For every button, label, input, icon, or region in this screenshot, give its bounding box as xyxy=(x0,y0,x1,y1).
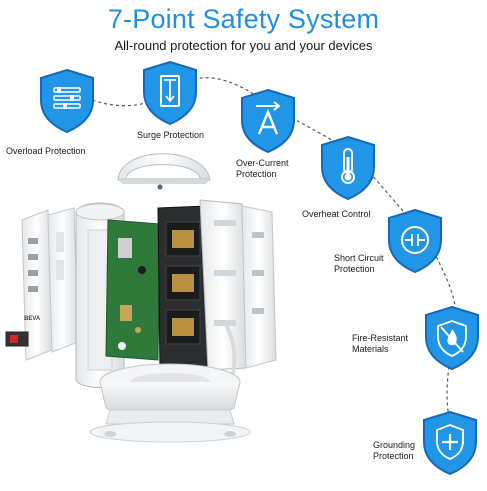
overcurrent-label-line-1: Over-Current xyxy=(236,158,289,168)
overcurrent-label: Over-Current Protection xyxy=(236,158,289,180)
short-circuit-label-line-1: Short Circuit xyxy=(334,253,384,263)
overload-switches-icon xyxy=(40,68,94,134)
thermometer-icon xyxy=(321,135,375,201)
ground-shield-icon xyxy=(423,410,477,476)
overload-label: Overload Protection xyxy=(6,146,86,156)
circuit-icon xyxy=(388,208,442,274)
grounding-shield xyxy=(420,410,480,476)
fire-resistant-label-line-2: Materials xyxy=(352,344,389,354)
grounding-label-line-2: Protection xyxy=(373,451,414,461)
overheat-label: Overheat Control xyxy=(302,209,371,219)
overcurrent-label-line-2: Protection xyxy=(236,169,277,179)
overheat-shield xyxy=(318,135,378,201)
power-tower-exploded-view: BEVA xyxy=(5,153,277,443)
flame-shield-icon xyxy=(425,305,479,371)
surge-icon xyxy=(143,60,197,126)
surge-shield xyxy=(140,60,200,126)
overload-shield xyxy=(37,68,97,134)
short-circuit-label: Short Circuit Protection xyxy=(334,253,384,275)
grounding-label: Grounding Protection xyxy=(373,440,415,462)
fire-resistant-shield xyxy=(422,305,482,371)
brand-text: BEVA xyxy=(24,316,41,322)
short-circuit-shield xyxy=(385,208,445,274)
grounding-label-line-1: Grounding xyxy=(373,440,416,450)
fire-resistant-label: Fire-Resistant Materials xyxy=(352,333,408,355)
short-circuit-label-line-2: Protection xyxy=(334,264,375,274)
overcurrent-shield xyxy=(238,88,298,154)
page-title: 7-Point Safety System xyxy=(107,4,380,34)
fire-resistant-label-line-1: Fire-Resistant xyxy=(352,333,409,343)
page-subtitle: All-round protection for you and your de… xyxy=(114,38,373,53)
surge-label: Surge Protection xyxy=(137,130,205,140)
current-arrow-icon xyxy=(241,88,295,154)
